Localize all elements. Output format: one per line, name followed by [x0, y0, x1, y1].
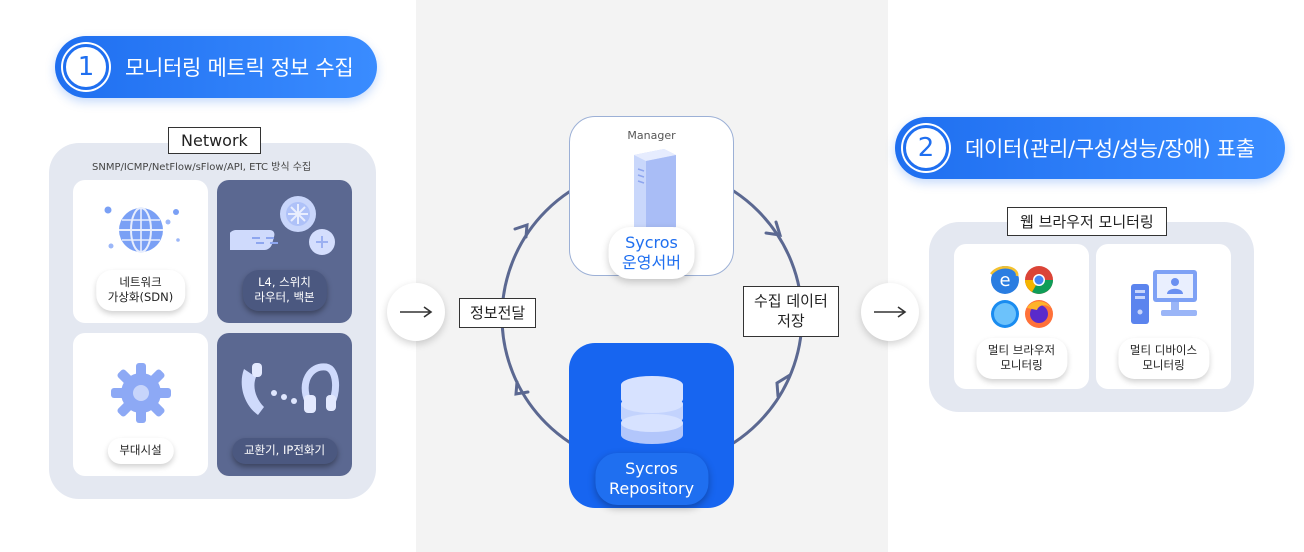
manager-server-card: Manager Sycros 운영서버	[569, 116, 734, 279]
database-icon	[619, 375, 685, 449]
multi-device-card: 멀티 디바이스 모니터링	[1096, 244, 1231, 389]
browsers-icon: e	[987, 264, 1057, 334]
step1-number: 1	[63, 44, 109, 90]
store-label: 수집 데이터 저장	[743, 286, 839, 337]
step2-pill: 2 데이터(관리/구성/성능/장애) 표출	[895, 117, 1285, 179]
multi-browser-caption: 멀티 브라우저 모니터링	[975, 337, 1068, 379]
web-label: 웹 브라우저 모니터링	[1007, 207, 1167, 236]
exchange-phone-caption: 교환기, IP전화기	[231, 438, 338, 464]
network-subtitle: SNMP/ICMP/NetFlow/sFlow/API, ETC 방식 수집	[92, 162, 312, 173]
gear-icon	[109, 361, 173, 429]
facilities-caption: 부대시설	[107, 438, 174, 464]
transfer-label: 정보전달	[459, 298, 537, 329]
repository-caption: Sycros Repository	[594, 453, 709, 505]
multi-browser-card: e 멀티 브라우저 모니터링	[954, 244, 1089, 389]
globe-icon	[96, 200, 186, 264]
multi-device-caption: 멀티 디바이스 모니터링	[1117, 337, 1210, 379]
step2-title: 데이터(관리/구성/성능/장애) 표출	[965, 137, 1255, 161]
step1-pill: 1 모니터링 메트릭 정보 수집	[55, 36, 377, 98]
repository-card: Sycros Repository	[569, 343, 734, 508]
switch-router-card: L4, 스위치 라우터, 백본	[217, 180, 352, 323]
exchange-phone-card: 교환기, IP전화기	[217, 333, 352, 476]
network-virtualization-caption: 네트워크 가상화(SDN)	[95, 269, 186, 311]
manager-small-label: Manager	[627, 129, 676, 142]
arrow-right-icon	[874, 306, 907, 318]
phone-headset-icon	[230, 355, 340, 429]
step2-number: 2	[903, 125, 949, 171]
flow-arrow-right	[861, 283, 919, 341]
network-virtualization-card: 네트워크 가상화(SDN)	[73, 180, 208, 323]
network-label: Network	[168, 127, 261, 154]
router-switch-icon	[225, 192, 340, 268]
svg-text:e: e	[999, 270, 1010, 291]
step1-title: 모니터링 메트릭 정보 수집	[125, 56, 354, 80]
flow-arrow-left	[387, 283, 445, 341]
devices-icon	[1127, 266, 1201, 332]
arrow-right-icon	[400, 306, 433, 318]
facilities-card: 부대시설	[73, 333, 208, 476]
server-icon	[626, 149, 680, 237]
switch-router-caption: L4, 스위치 라우터, 백본	[242, 269, 327, 311]
manager-caption: Sycros 운영서버	[608, 227, 695, 279]
